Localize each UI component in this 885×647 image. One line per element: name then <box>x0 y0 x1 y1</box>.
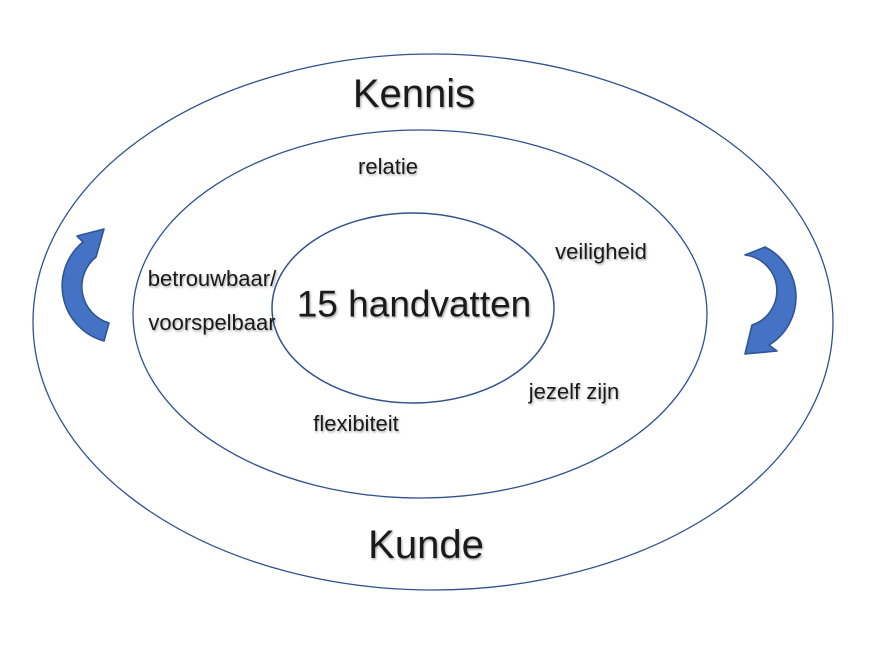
inner-ellipse <box>271 212 555 404</box>
middle-ellipse <box>132 129 708 499</box>
label-kunde: Kunde <box>368 523 484 567</box>
clockwise-curved-arrow-right-icon <box>744 246 797 355</box>
label-betrouwbaar: betrouwbaar/ <box>147 266 277 291</box>
label-center-15-handvatten: 15 handvatten <box>296 283 532 325</box>
label-flexibiteit: flexibiteit <box>313 411 399 436</box>
label-relatie: relatie <box>358 154 418 179</box>
label-jezelf-zijn: jezelf zijn <box>528 379 620 404</box>
outer-ellipse <box>32 53 834 591</box>
clockwise-curved-arrow-left-icon <box>61 228 110 342</box>
label-kennis: Kennis <box>352 72 476 116</box>
label-veiligheid: veiligheid <box>555 239 647 264</box>
label-voorspelbaar: voorspelbaar <box>148 310 276 335</box>
